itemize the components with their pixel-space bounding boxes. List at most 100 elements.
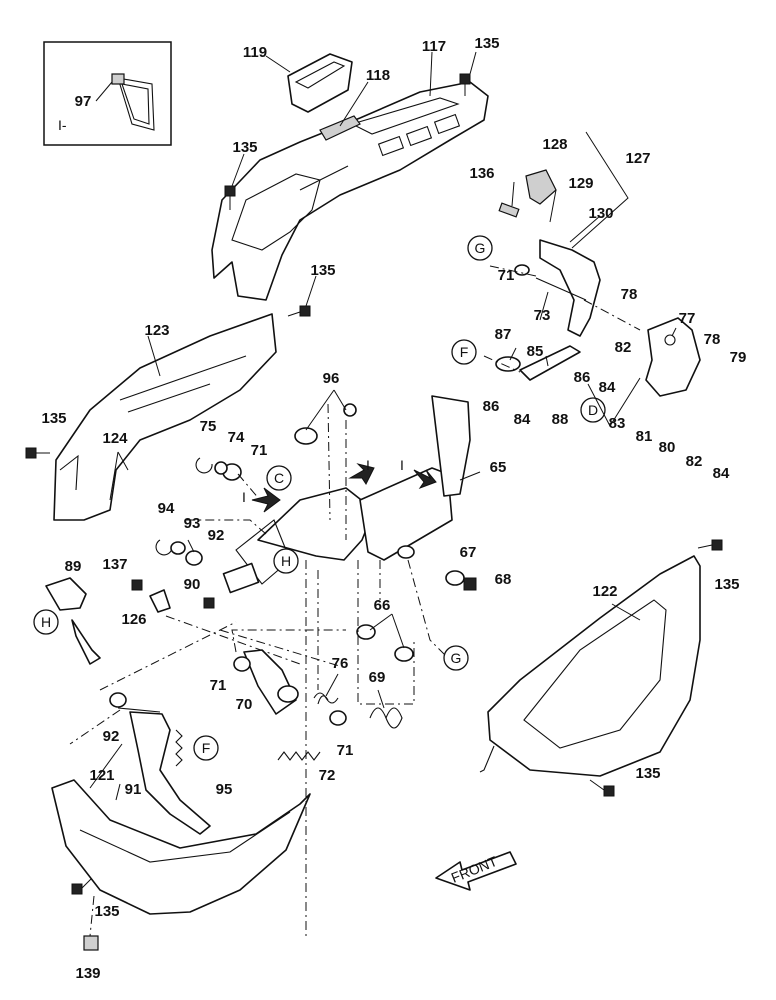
spring-69 <box>369 707 403 729</box>
callout-123: 123 <box>144 322 169 339</box>
callout-96: 96 <box>323 370 340 387</box>
clip-94 <box>155 539 173 556</box>
tray-119 <box>287 53 353 113</box>
view-mark-mid: I <box>366 457 370 473</box>
callout-128: 128 <box>542 136 567 153</box>
callout-117: 117 <box>422 38 446 55</box>
callout-91: 91 <box>125 781 142 798</box>
callout-135-f: 135 <box>94 903 119 920</box>
nut-68 <box>463 577 477 591</box>
callout-66: 66 <box>374 597 391 614</box>
side-cover-122 <box>479 555 701 777</box>
callout-69: 69 <box>369 669 386 686</box>
callout-82-a: 82 <box>615 339 632 356</box>
callout-137: 137 <box>102 556 127 573</box>
lever-127 <box>498 169 601 337</box>
callout-85: 85 <box>527 343 544 360</box>
callout-129: 129 <box>568 175 593 192</box>
callout-93: 93 <box>184 515 201 532</box>
washer-93 <box>170 541 186 555</box>
callout-119: 119 <box>243 44 267 61</box>
callout-78-b: 78 <box>704 331 721 348</box>
callout-122: 122 <box>592 583 617 600</box>
lower-cover-121 <box>51 779 311 915</box>
actuator-65 <box>359 395 471 561</box>
callout-78-a: 78 <box>621 286 638 303</box>
callout-84-b: 84 <box>514 411 531 428</box>
callout-97: 97 <box>75 93 92 110</box>
callout-92-a: 92 <box>208 527 225 544</box>
assembly-lines <box>69 265 641 940</box>
callout-80: 80 <box>659 439 676 456</box>
ref-h-mid: H <box>281 553 291 569</box>
spring-76 <box>313 692 339 705</box>
pivot-bracket <box>235 487 375 585</box>
callout-135-e: 135 <box>635 765 660 782</box>
plate-77 <box>645 317 701 397</box>
bushing-92 <box>185 550 203 566</box>
callout-135-c: 135 <box>41 410 66 427</box>
callout-67: 67 <box>460 544 477 561</box>
ref-f-bottom: F <box>202 740 211 756</box>
front-arrow: FRONT <box>435 851 517 891</box>
ring-96 <box>343 403 357 417</box>
callout-68: 68 <box>495 571 512 588</box>
callout-87: 87 <box>495 326 512 343</box>
circled-refs <box>33 235 606 761</box>
callout-92-b: 92 <box>103 728 120 745</box>
shaft-90 <box>222 562 260 594</box>
side-cover-123 <box>53 313 277 521</box>
callout-139: 139 <box>75 965 100 982</box>
callout-75: 75 <box>200 418 217 435</box>
bolt-90 <box>203 597 215 609</box>
callout-118: 118 <box>366 67 390 84</box>
bushing-71c <box>329 710 347 726</box>
inset-view-mark: I- <box>58 117 67 133</box>
callout-126: 126 <box>121 611 146 628</box>
ref-c-mid: C <box>274 470 284 486</box>
link-85 <box>519 345 581 381</box>
bushing-87 <box>495 356 521 372</box>
callout-86-a: 86 <box>574 369 591 386</box>
callout-72: 72 <box>319 767 336 784</box>
inset-97 <box>43 41 172 146</box>
ref-f-left: F <box>460 344 469 360</box>
callout-84-a: 84 <box>599 379 616 396</box>
clip-75 <box>195 457 213 474</box>
callout-71-c: 71 <box>210 677 227 694</box>
callout-86-b: 86 <box>483 398 500 415</box>
callout-71-d: 71 <box>337 742 354 759</box>
ref-d-right: D <box>588 402 598 418</box>
callout-135-a: 135 <box>232 139 257 156</box>
callout-76: 76 <box>332 655 349 672</box>
callout-89: 89 <box>65 558 82 575</box>
clamp-126 <box>149 589 171 613</box>
callout-130: 130 <box>588 205 613 222</box>
ref-g-bottom: G <box>451 650 462 666</box>
ring-66b <box>394 646 414 662</box>
callout-83: 83 <box>609 415 626 432</box>
callout-79: 79 <box>730 349 747 366</box>
callout-73: 73 <box>534 307 551 324</box>
leader-lines <box>89 51 677 801</box>
callout-77: 77 <box>679 310 696 327</box>
callout-135-d: 135 <box>714 576 739 593</box>
callout-136: 136 <box>469 165 494 182</box>
callout-74: 74 <box>228 429 245 446</box>
bolt-137 <box>131 579 143 591</box>
callout-81: 81 <box>636 428 653 445</box>
callout-121: 121 <box>89 767 114 784</box>
bushing-96 <box>294 427 318 445</box>
washer-67 <box>445 570 465 586</box>
ref-g-top: G <box>475 240 486 256</box>
callout-124: 124 <box>102 430 128 447</box>
callout-88: 88 <box>552 411 569 428</box>
callout-90: 90 <box>184 576 201 593</box>
view-mark-left: I <box>242 489 246 505</box>
callout-94: 94 <box>158 500 175 517</box>
callout-labels: 119 117 135 118 97 135 135 128 127 136 1… <box>41 35 746 982</box>
callout-135-top: 135 <box>474 35 499 52</box>
console-cover-117 <box>211 81 489 301</box>
pedal-91 <box>109 692 211 835</box>
